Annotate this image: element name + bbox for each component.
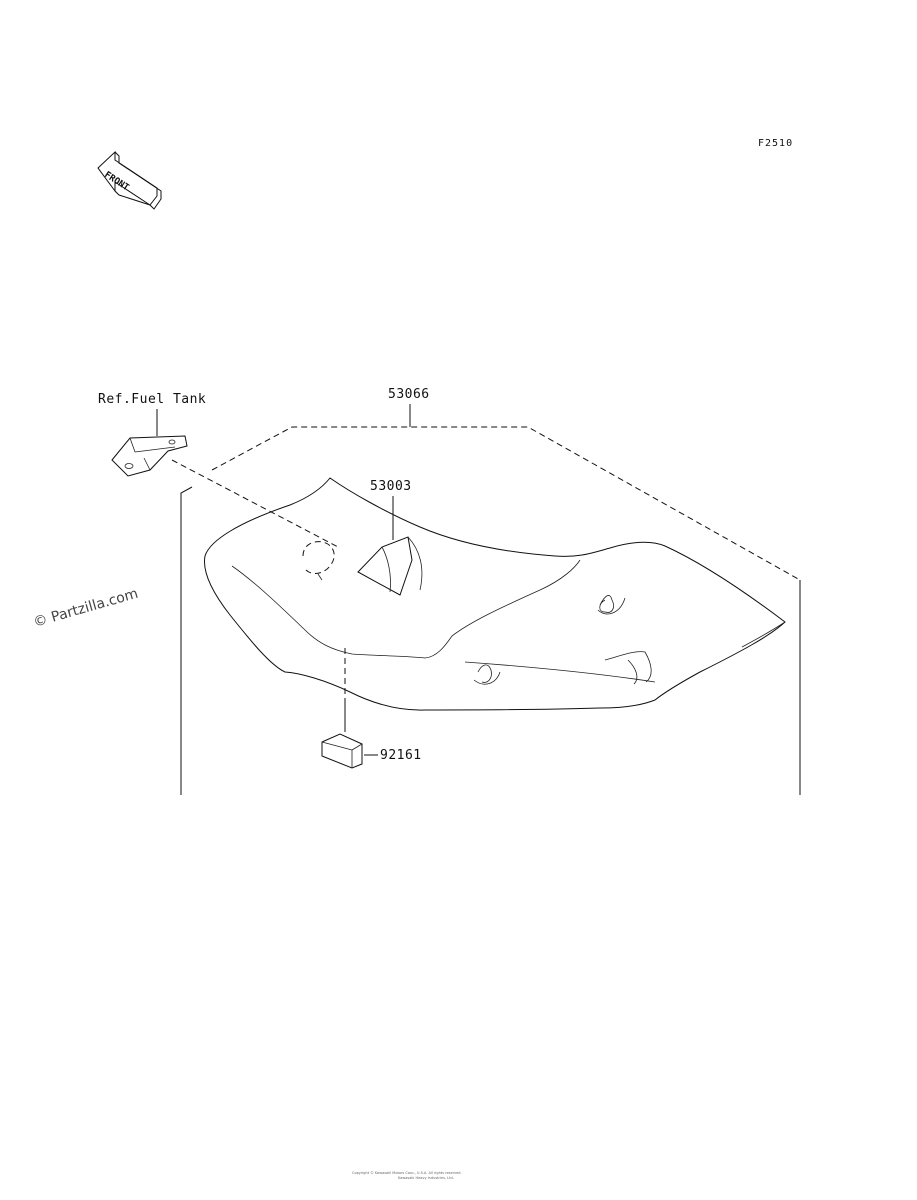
assembly-frame-left [180,486,193,795]
assembly-frame-top [211,426,801,581]
watermark: © Partzilla.com [32,586,140,631]
ref-fuel-tank-label: Ref.Fuel Tank [98,392,206,407]
seat-assembly-label: 53066 [388,387,430,402]
part-92161-block [321,733,363,769]
part-92161-label: 92161 [380,748,422,763]
footer-line-1: Copyright © Kawasaki Motors Corp., U.S.A… [352,1171,462,1175]
front-arrow-icon: FRONT [97,150,162,210]
diagram-code: F2510 [758,138,793,149]
bracket-guide-line [171,459,341,549]
seat [203,477,786,711]
part-53003-label: 53003 [370,479,412,494]
front-label: FRONT [102,170,131,193]
part-53003-tag [357,536,423,596]
fuel-tank-bracket [111,435,188,477]
footer-line-2: Kawasaki Heavy Industries, Ltd. [398,1176,454,1180]
